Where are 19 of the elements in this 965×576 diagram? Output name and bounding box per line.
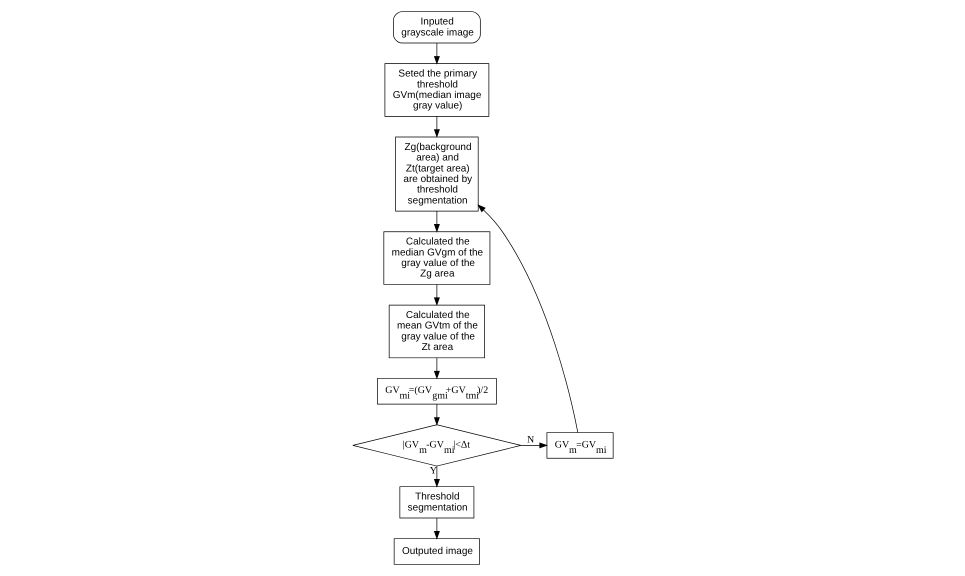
- node-box: Calculated the median GVgm of the gray value of the Zg area: [382, 231, 490, 285]
- arrow: [433, 284, 440, 306]
- node-box: Seted the primary threshold GVm(median image gray value): [384, 63, 489, 117]
- arrow: [433, 518, 440, 540]
- arrow: [433, 116, 440, 138]
- arrow: [433, 210, 440, 233]
- arrow: [433, 466, 440, 488]
- arrow: [433, 404, 440, 426]
- edge-label: Y: [429, 466, 436, 477]
- arrow: [433, 358, 440, 380]
- edge-label: N: [526, 434, 534, 446]
- arrow: [476, 204, 578, 433]
- arrow: [433, 42, 440, 65]
- node-box: Zg(background area) and Zt(target area) are obtained by threshold segmentation: [394, 136, 478, 212]
- arrow: [520, 442, 548, 448]
- node-box: Calculated the mean GVtm of the gray value of the Zt area: [388, 304, 484, 358]
- node-box: Threshold segmentation: [399, 486, 474, 518]
- node-box: Inputed grayscale image: [392, 11, 480, 44]
- node-box: Outputed image: [393, 538, 480, 565]
